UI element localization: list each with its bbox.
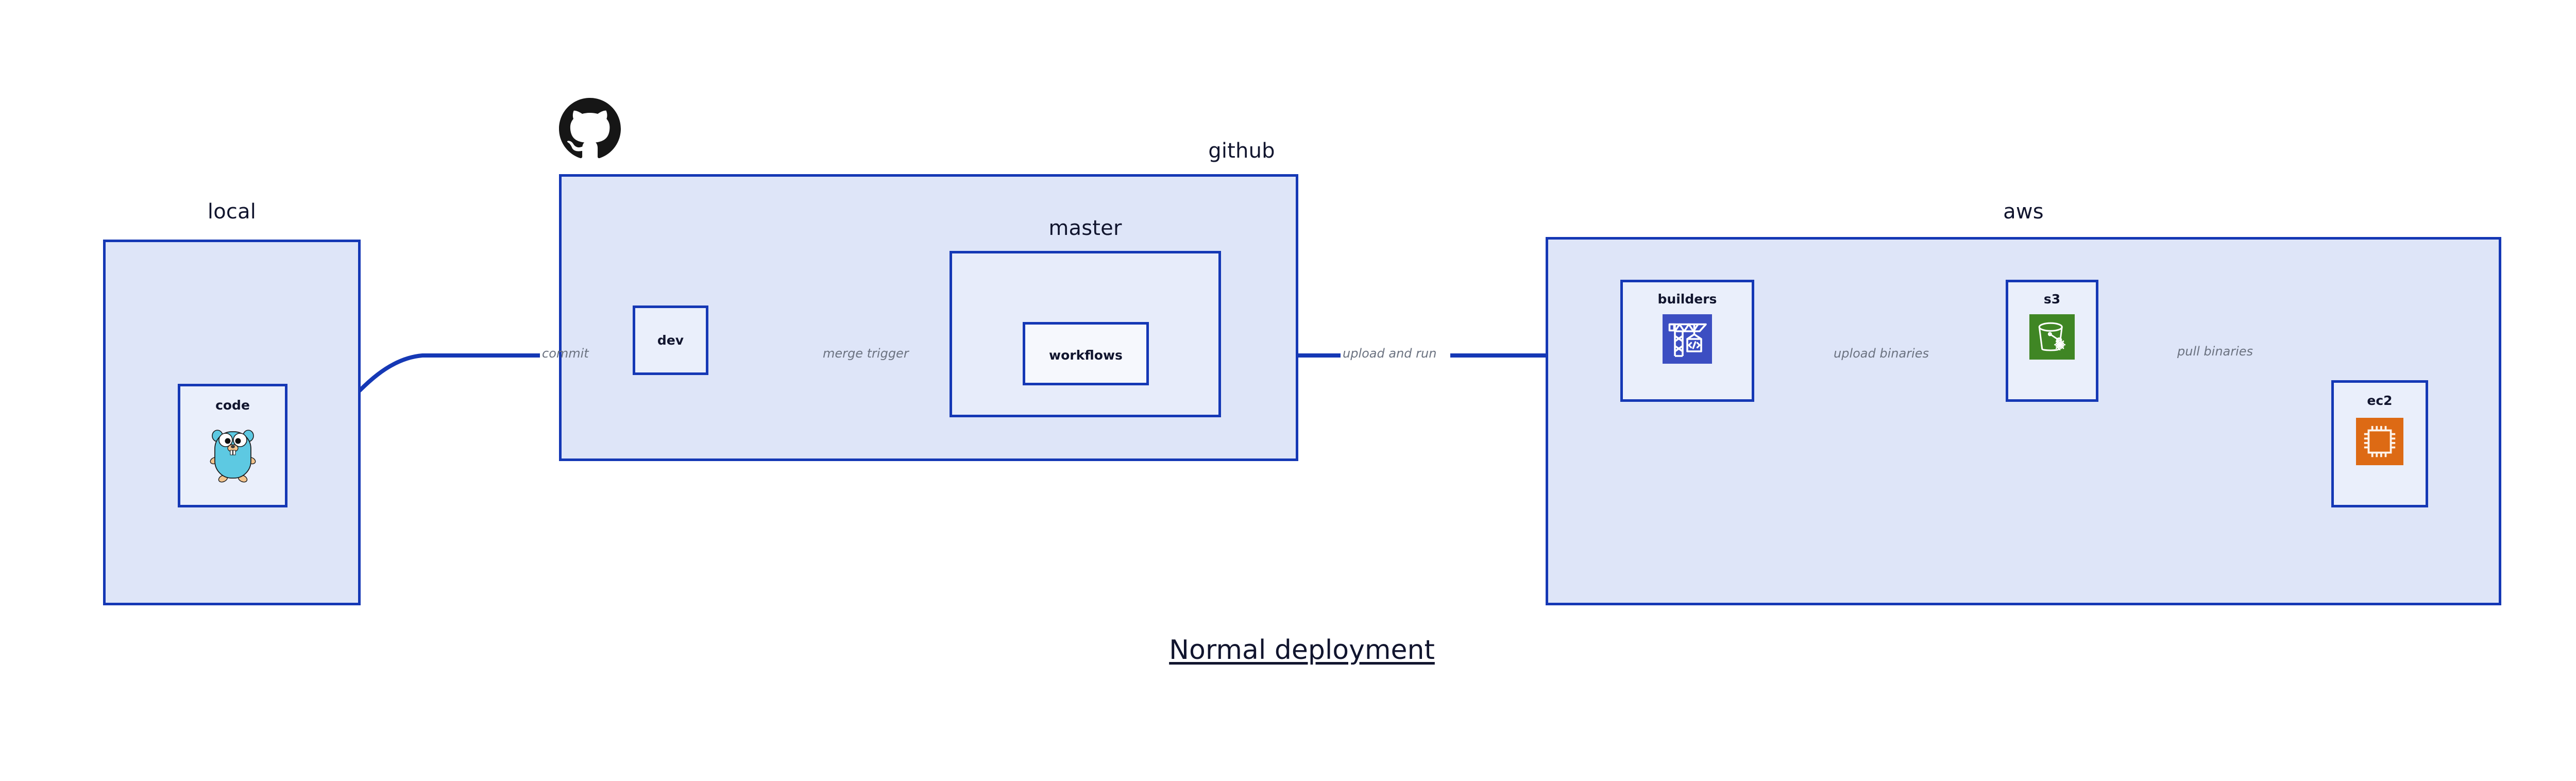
group-label-github: github — [1208, 139, 1275, 163]
node-label-workflows: workflows — [1049, 348, 1123, 363]
node-dev[interactable]: dev — [633, 305, 708, 375]
diagram-title: Normal deployment — [1169, 635, 1435, 666]
group-label-aws: aws — [2003, 200, 2044, 224]
edge-label-upload-binaries: upload binaries — [1834, 346, 1929, 361]
edge-label-upload-and-run: upload and run — [1343, 346, 1437, 361]
node-ec2[interactable]: ec2 — [2331, 380, 2428, 507]
node-label-builders: builders — [1657, 292, 1717, 307]
aws-ec2-chip-icon — [2356, 418, 2403, 465]
edge-label-merge-trigger: merge trigger — [823, 346, 909, 361]
github-octocat-icon — [559, 98, 621, 162]
go-gopher-icon — [208, 427, 258, 483]
node-builders[interactable]: builders — [1620, 280, 1754, 402]
node-workflows[interactable]: workflows — [1023, 322, 1149, 385]
aws-s3-glacier-bucket-icon — [2029, 314, 2075, 360]
aws-codebuild-crane-icon — [1663, 314, 1712, 364]
node-code[interactable]: code — [178, 384, 287, 507]
group-label-local: local — [207, 200, 257, 224]
node-s3[interactable]: s3 — [2006, 280, 2098, 402]
node-label-ec2: ec2 — [2367, 393, 2393, 408]
node-label-dev: dev — [657, 333, 684, 348]
node-label-code: code — [215, 398, 250, 413]
node-label-s3: s3 — [2043, 292, 2061, 307]
group-label-master: master — [1048, 216, 1122, 240]
edge-label-pull-binaries: pull binaries — [2177, 344, 2253, 359]
edge-label-commit: commit — [542, 346, 589, 361]
